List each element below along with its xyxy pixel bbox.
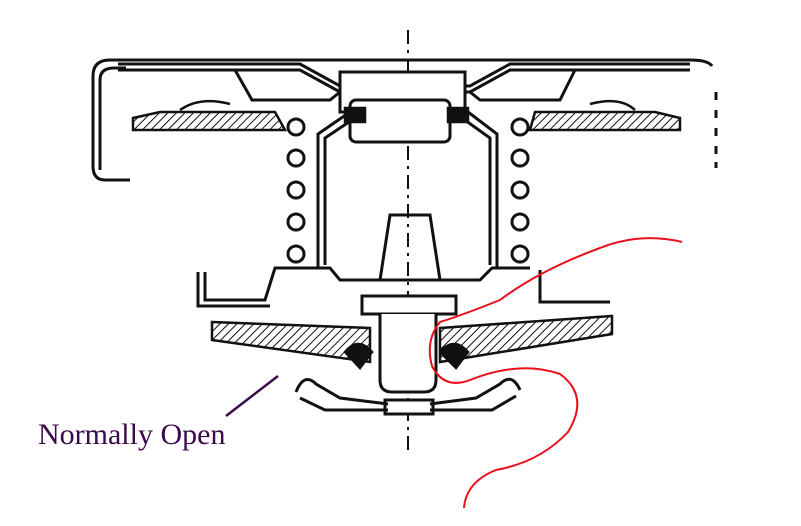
annotation-label: Normally Open [38,418,226,451]
spring-coils [286,117,530,264]
annotation-leader-line [225,375,279,417]
valve-stem [360,294,458,416]
central-body [196,110,610,308]
valve-seat [294,377,522,412]
valve-diaphragm [210,314,614,370]
highlight-outline [428,237,683,509]
upper-seal-plates [131,99,682,132]
